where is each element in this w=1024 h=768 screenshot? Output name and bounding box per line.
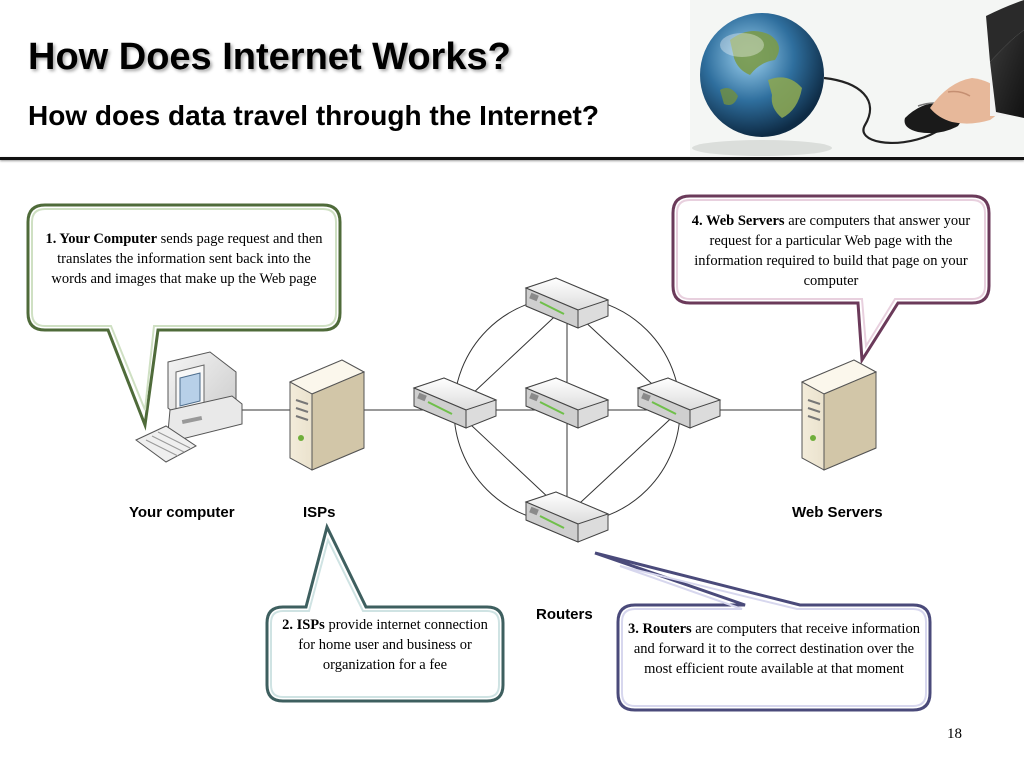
web-server-icon [800, 359, 878, 471]
routers-label: Routers [536, 606, 593, 623]
router-icon [524, 377, 610, 429]
desktop-computer-icon [135, 351, 243, 463]
callout-computer-text: 1. Your Computer sends page request and … [42, 229, 326, 289]
router-icon [524, 277, 610, 329]
callout-computer-bold: 1. Your Computer [45, 231, 158, 247]
callout-isp-text: 2. ISPs provide internet connection for … [277, 615, 493, 675]
callout-isp-bold: 2. ISPs [282, 617, 325, 633]
callout-web-servers-text: 4. Web Servers are computers that answer… [684, 211, 978, 291]
router-icon [636, 377, 722, 429]
callout-computer-body: sends page request and then translates t… [51, 231, 323, 287]
isp-label: ISPs [303, 504, 336, 521]
callout-routers-text: 3. Routers are computers that receive in… [628, 619, 920, 679]
callout-web-servers-bubble [671, 194, 991, 365]
isp-server-icon [288, 359, 366, 471]
callout-computer-bubble [26, 203, 342, 431]
page-number: 18 [947, 726, 962, 742]
callout-isp-body: provide internet connection for home use… [298, 617, 488, 673]
callout-web-servers-body: are computers that answer your request f… [694, 213, 971, 289]
globe-mouse-hand-image [690, 0, 1024, 156]
router-icon [412, 377, 498, 429]
computer-label: Your computer [129, 504, 235, 521]
slide-title: How Does Internet Works? [28, 36, 511, 78]
callout-routers-bold: 3. Routers [628, 621, 692, 637]
callout-routers-body: are computers that receive information a… [633, 621, 920, 677]
web-server-label: Web Servers [792, 504, 883, 521]
callout-routers-bubble [594, 551, 932, 712]
router-icon [524, 491, 610, 543]
callout-web-servers-bold: 4. Web Servers [691, 213, 785, 229]
header-divider [0, 157, 1024, 160]
slide-subtitle: How does data travel through the Interne… [28, 100, 599, 131]
callout-isp-bubble [265, 522, 505, 703]
